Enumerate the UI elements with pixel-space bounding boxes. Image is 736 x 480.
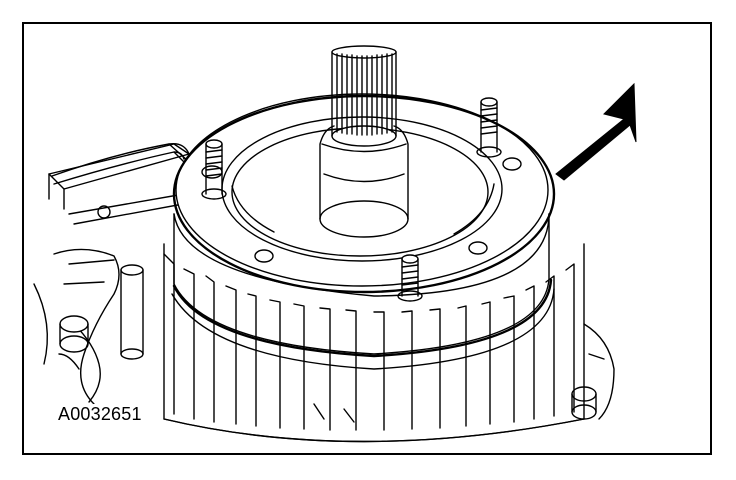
figure-id-label: A0032651 [56,404,144,425]
threaded-studs [201,97,502,302]
transmission-drum-illustration [33,45,637,443]
bolt-holes [201,157,522,263]
output-shaft [319,45,409,238]
guide-pin [120,264,144,360]
illustration-frame: A0032651 [22,22,712,455]
servo-piston-housing [171,93,556,370]
callout-arrow [555,82,637,181]
clutch-drum-splines [163,243,585,443]
case-right [571,323,615,420]
lower-left-boss [59,315,89,353]
